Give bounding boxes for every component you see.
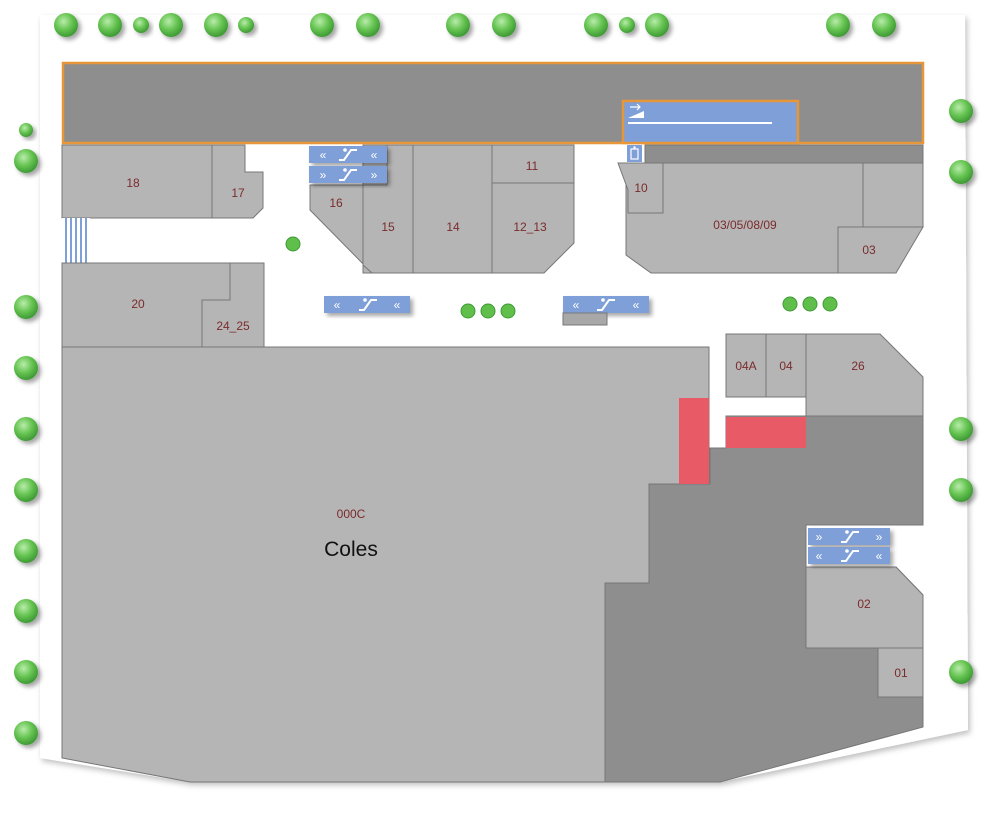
store-label-12_13: 12_13 <box>513 220 547 234</box>
store-12_13[interactable] <box>491 182 575 274</box>
anchor-store-name: Coles <box>324 538 378 561</box>
tree-icon <box>14 417 38 441</box>
tree-icon <box>14 356 38 380</box>
store-label-26: 26 <box>851 359 865 373</box>
anchor-store-code: 000C <box>337 507 366 521</box>
svg-text:»: » <box>876 530 883 544</box>
store-26[interactable] <box>805 333 924 417</box>
tree-icon <box>356 13 380 37</box>
svg-text:«: « <box>633 298 640 312</box>
tree-icon <box>238 17 254 33</box>
store-03[interactable] <box>837 226 924 274</box>
tree-icon <box>98 13 122 37</box>
tree-icon <box>619 17 635 33</box>
lift-icon <box>627 145 642 162</box>
shrub-icon <box>285 236 838 319</box>
svg-text:»: » <box>371 168 378 182</box>
tree-icon <box>949 99 973 123</box>
store-label-24_25: 24_25 <box>216 319 250 333</box>
store-10[interactable] <box>617 162 664 214</box>
escalator-icon[interactable]: « « <box>309 146 387 163</box>
store-label-02: 02 <box>857 597 871 611</box>
store-label-01: 01 <box>894 666 908 680</box>
tree-icon <box>19 123 33 137</box>
tree-icon <box>872 13 896 37</box>
tree-icon <box>446 13 470 37</box>
svg-text:«: « <box>371 148 378 162</box>
svg-text:«: « <box>876 549 883 563</box>
restricted-area-vertical <box>679 398 709 484</box>
svg-text:»: » <box>320 168 327 182</box>
escalator-icon[interactable]: « « <box>563 296 649 313</box>
tree-icon <box>14 539 38 563</box>
svg-text:«: « <box>394 298 401 312</box>
store-17[interactable] <box>211 144 264 219</box>
svg-text:«: « <box>573 298 580 312</box>
travelator-icon <box>628 103 644 118</box>
tree-icon <box>949 160 973 184</box>
tree-icon <box>645 13 669 37</box>
tree-icon <box>949 478 973 502</box>
svg-text:«: « <box>816 549 823 563</box>
store-label-20: 20 <box>131 297 145 311</box>
tree-icon <box>133 17 149 33</box>
store-labels: 18 17 16 15 14 11 12_13 10 03/05/08/09 0… <box>126 159 908 680</box>
restricted-area-horizontal <box>726 417 806 448</box>
tree-icon <box>204 13 228 37</box>
store-03-small[interactable] <box>862 162 924 228</box>
escalator-icon[interactable]: » » <box>309 166 387 183</box>
tree-icon <box>584 13 608 37</box>
tree-icon <box>54 13 78 37</box>
store-01[interactable] <box>877 647 924 698</box>
escalator-icon[interactable]: « « <box>808 547 890 564</box>
escalator-landing <box>562 312 608 326</box>
escalator-icon[interactable]: » » <box>808 528 890 545</box>
svg-text:«: « <box>334 298 341 312</box>
tree-icon <box>826 13 850 37</box>
tree-icon <box>159 13 183 37</box>
tree-icon <box>14 660 38 684</box>
store-02[interactable] <box>805 566 924 649</box>
store-label-14: 14 <box>446 220 460 234</box>
tree-icon <box>14 13 973 745</box>
store-label-16: 16 <box>329 196 343 210</box>
escalator-icon[interactable]: « « <box>324 296 410 313</box>
store-label-04A: 04A <box>735 359 756 373</box>
store-label-15: 15 <box>381 220 395 234</box>
tree-icon <box>14 599 38 623</box>
tree-icon <box>14 295 38 319</box>
tree-icon <box>949 660 973 684</box>
store-label-18: 18 <box>126 176 140 190</box>
store-label-03_05_08_09: 03/05/08/09 <box>713 218 777 232</box>
store-label-10: 10 <box>634 181 648 195</box>
carpark-level-strip <box>644 144 924 164</box>
tree-icon <box>14 478 38 502</box>
store-label-04: 04 <box>779 359 793 373</box>
service-area <box>604 415 924 783</box>
svg-text:»: » <box>816 530 823 544</box>
store-14[interactable] <box>412 144 493 274</box>
tree-icon <box>14 149 38 173</box>
store-label-03: 03 <box>862 243 876 257</box>
store-label-17: 17 <box>231 186 245 200</box>
svg-text:«: « <box>320 148 327 162</box>
tree-icon <box>492 13 516 37</box>
tree-icon <box>310 13 334 37</box>
tree-icon <box>949 417 973 441</box>
store-label-11: 11 <box>526 159 539 173</box>
tree-icon <box>14 721 38 745</box>
